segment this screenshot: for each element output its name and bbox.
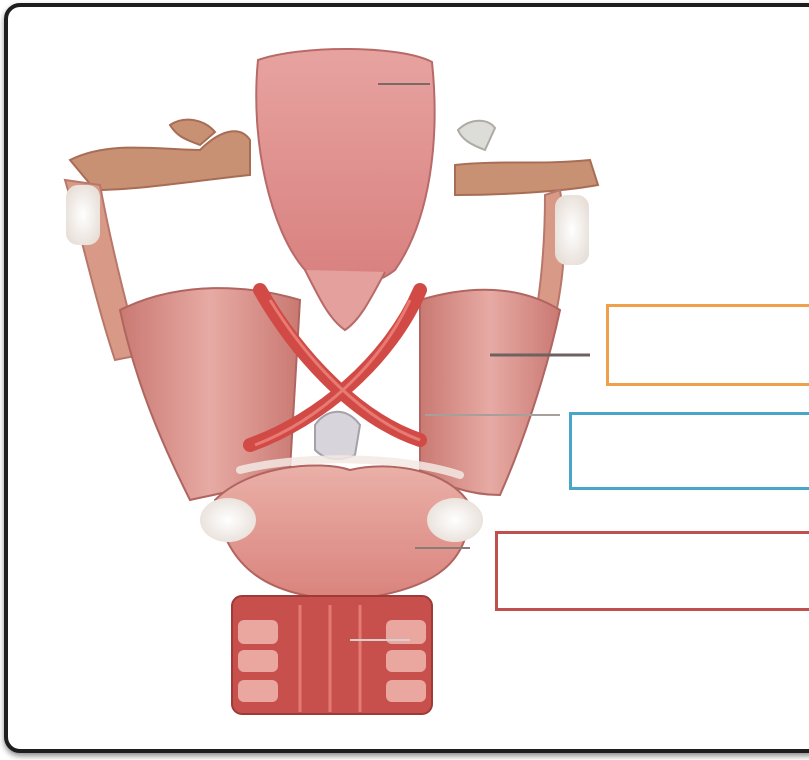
cricoid-cartilage [200, 459, 483, 600]
epiglottis [256, 49, 434, 330]
arytenoid-cartilages [315, 412, 360, 459]
trachea [232, 596, 432, 714]
label-box-red[interactable] [495, 531, 809, 611]
label-box-orange[interactable] [606, 304, 809, 386]
label-box-blue[interactable] [569, 412, 809, 490]
